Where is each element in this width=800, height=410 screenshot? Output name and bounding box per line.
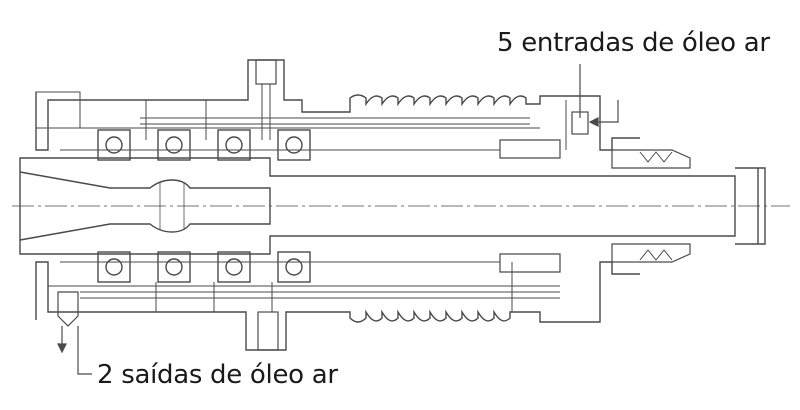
bearing-ball [105, 136, 123, 154]
upper-nose-cap [611, 149, 691, 169]
outlet-arrow-head [57, 343, 67, 354]
oil-air-inlets-label: 5 entradas de óleo ar [497, 28, 770, 58]
lower-nose-teeth [639, 249, 673, 261]
bearing-ball [105, 258, 123, 276]
rear-cap [35, 91, 81, 129]
outlet-fitting [57, 291, 79, 327]
lower-nose-cap [611, 243, 691, 263]
inlet-arrow-head [588, 117, 599, 127]
bearing-ball [285, 136, 303, 154]
lower-bearing-4 [277, 251, 311, 283]
upper-bearing-2 [157, 129, 191, 161]
lower-bearing-1 [97, 251, 131, 283]
upper-housing [35, 59, 640, 151]
bearing-ball [225, 136, 243, 154]
bearing-ball [225, 258, 243, 276]
shaft-nose-step [735, 167, 766, 245]
spindle-shaft [19, 157, 736, 255]
bearing-ball [285, 258, 303, 276]
taper-bore [19, 171, 271, 241]
lower-mount-block [257, 311, 279, 351]
upper-nose-teeth [639, 151, 673, 163]
lower-bearing-3 [217, 251, 251, 283]
lower-bearing-2 [157, 251, 191, 283]
inlet-arrow [596, 100, 619, 123]
upper-bearing-3 [217, 129, 251, 161]
inlet-port-block [255, 59, 277, 85]
oil-air-outlets-label: 2 saídas de óleo ar [97, 360, 338, 390]
lower-housing [35, 261, 640, 351]
upper-seal-ring [499, 139, 561, 159]
bearing-ball [165, 258, 183, 276]
upper-bearing-1 [97, 129, 131, 161]
upper-bearing-4 [277, 129, 311, 161]
lower-seal-ring [499, 253, 561, 273]
bearing-ball [165, 136, 183, 154]
outlet-leader-line [77, 326, 92, 375]
